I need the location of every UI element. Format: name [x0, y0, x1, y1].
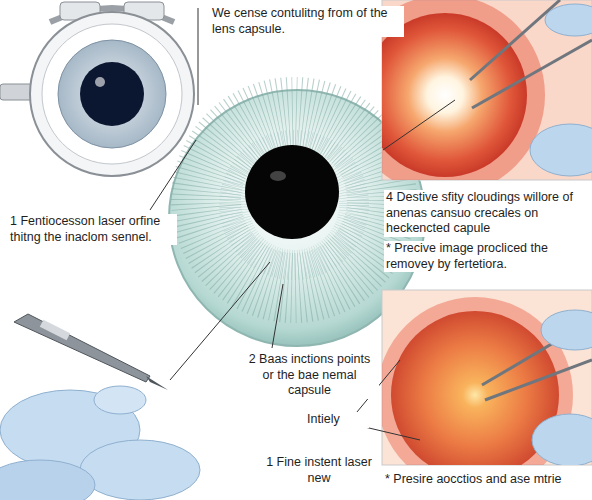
- callout-label: 1 Fine instent laser new: [262, 455, 376, 486]
- callout-label: 2 Baas inctions points or the bae nemal …: [240, 352, 379, 399]
- callout-label: 4 Destive sfity cloudings willore of ane…: [384, 190, 592, 237]
- capsule-panel-bottom: [377, 290, 592, 493]
- speculum-eye: [0, 2, 194, 176]
- laser-pen-hand: [0, 314, 200, 500]
- callout-label: * Presire aocctios and ase mtrie: [383, 472, 592, 488]
- callout-label: We cense contulitng from of the lens cap…: [210, 6, 404, 37]
- callout-label: * Precive image procliced the removey by…: [384, 241, 592, 272]
- callout-label: 1 Fentiocesson laser orfine thitng the i…: [8, 214, 177, 245]
- callout-label: Intiely: [305, 412, 369, 428]
